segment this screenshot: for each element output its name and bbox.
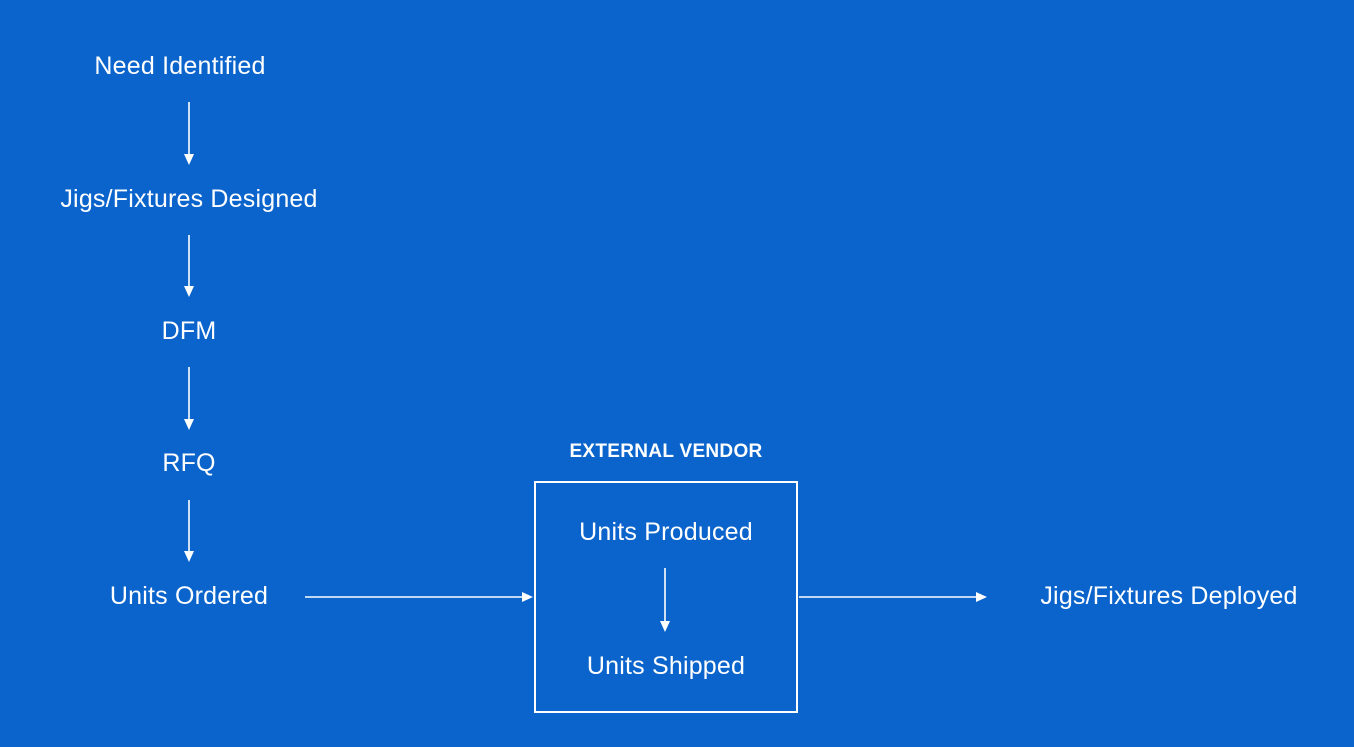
node-dfm: DFM	[161, 317, 217, 345]
node-units-produced: Units Produced	[579, 518, 753, 546]
arrowhead	[184, 419, 194, 430]
arrowhead	[976, 592, 987, 602]
node-need-identified: Need Identified	[94, 52, 266, 80]
arrowhead	[184, 286, 194, 297]
arrow-dfm-to-rfq	[184, 367, 194, 430]
arrowhead	[184, 154, 194, 165]
arrow-units-ordered-to-external-vendor	[305, 592, 533, 602]
arrow-units-produced-to-units-shipped	[660, 568, 670, 632]
arrow-rfq-to-units-ordered	[184, 500, 194, 562]
arrowhead	[184, 551, 194, 562]
group-label-external-vendor: EXTERNAL VENDOR	[569, 441, 763, 462]
node-rfq: RFQ	[162, 449, 216, 477]
arrowhead	[522, 592, 533, 602]
node-units-ordered: Units Ordered	[109, 582, 269, 610]
node-units-shipped: Units Shipped	[586, 652, 746, 680]
arrowhead	[660, 621, 670, 632]
node-jigs-fixtures-deployed: Jigs/Fixtures Deployed	[1040, 582, 1298, 610]
arrow-external-vendor-to-jigs-deployed	[799, 592, 987, 602]
arrow-jigs-designed-to-dfm	[184, 235, 194, 297]
arrow-need-identified-to-jigs-designed	[184, 102, 194, 165]
diagram-edges	[184, 102, 987, 632]
external-vendor-box	[534, 481, 798, 713]
node-jigs-fixtures-designed: Jigs/Fixtures Designed	[60, 185, 318, 213]
